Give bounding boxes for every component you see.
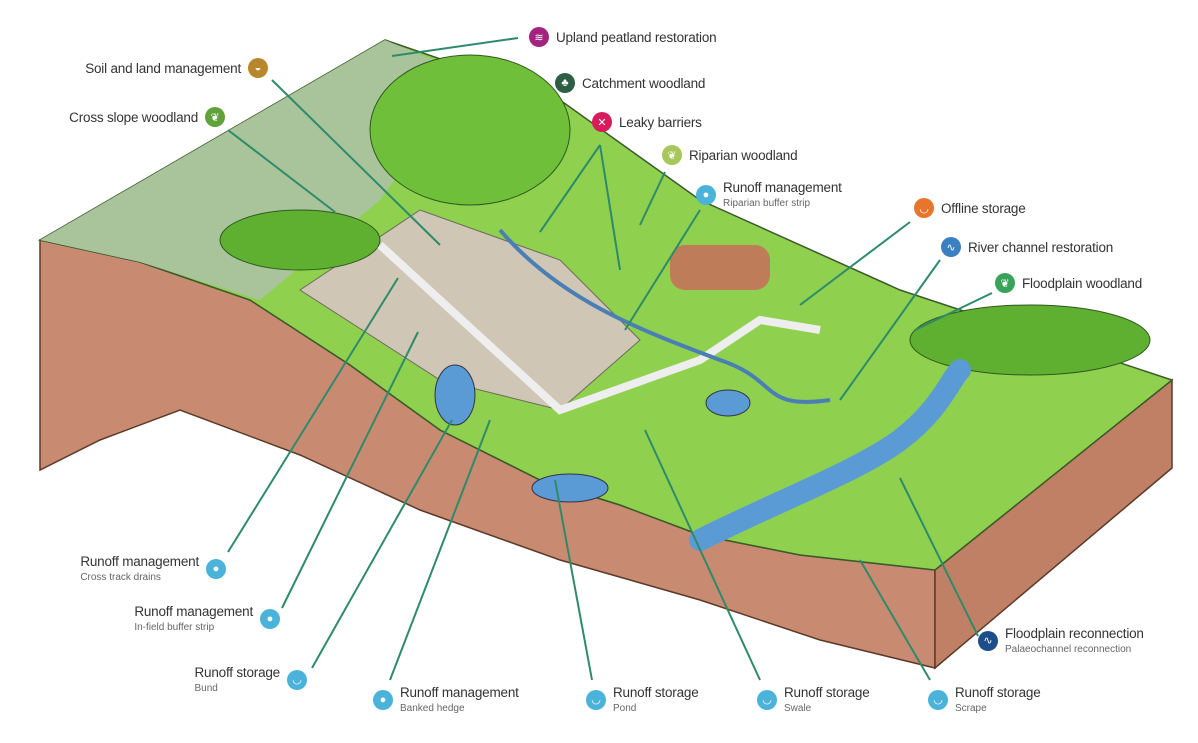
tree-icon: ♣ <box>555 73 575 93</box>
label-title: Riparian woodland <box>689 147 798 163</box>
storage-icon: ◡ <box>914 198 934 218</box>
track <box>377 242 821 415</box>
village <box>670 245 770 290</box>
floodplain-woodland <box>909 304 1151 376</box>
label-soil: ◒ Soil and land management <box>85 58 268 78</box>
water-drop-icon: ● <box>260 608 280 629</box>
label-title: Runoff management <box>400 685 519 700</box>
label-riparian: ❦ Riparian woodland <box>662 145 798 165</box>
label-title: Cross slope woodland <box>69 109 198 125</box>
label-title: Runoff storage <box>194 665 280 680</box>
storage-icon: ◡ <box>586 689 606 710</box>
barrier-icon: ✕ <box>592 112 612 132</box>
label-title: Floodplain reconnection <box>1005 626 1144 641</box>
offline-storage <box>705 389 751 417</box>
storage-icon: ◡ <box>757 689 777 710</box>
label-title: Offline storage <box>941 200 1026 216</box>
upland-hillside <box>40 40 470 300</box>
water-drop-icon: ● <box>206 558 226 579</box>
label-crossslope: ❦ Cross slope woodland <box>69 107 225 127</box>
label-title: Upland peatland restoration <box>556 29 717 45</box>
bund-pond <box>434 364 476 426</box>
label-subtitle: In-field buffer strip <box>134 622 215 633</box>
label-leaky: ✕ Leaky barriers <box>592 112 702 132</box>
water-drop-icon: ● <box>373 689 393 710</box>
river-icon: ∿ <box>978 630 998 651</box>
label-title: Runoff management <box>723 180 842 195</box>
label-subtitle: Banked hedge <box>400 703 465 714</box>
label-subtitle: Cross track drains <box>80 572 161 583</box>
label-title: Runoff management <box>134 604 253 619</box>
label-title: River channel restoration <box>968 239 1114 255</box>
label-catchment: ♣ Catchment woodland <box>555 73 705 93</box>
label-title: Runoff storage <box>613 685 699 700</box>
label-title: Runoff storage <box>784 685 870 700</box>
label-upland: ≋ Upland peatland restoration <box>529 27 717 47</box>
label-title: Catchment woodland <box>582 75 706 91</box>
storage-icon: ◡ <box>928 689 948 710</box>
label-floodwood: ❦ Floodplain woodland <box>995 273 1142 293</box>
label-subtitle: Pond <box>613 703 637 714</box>
label-subtitle: Bund <box>194 683 218 694</box>
leader-lines <box>227 37 993 681</box>
label-subtitle: Palaeochannel reconnection <box>1005 644 1132 655</box>
river <box>689 359 971 551</box>
label-subtitle: Swale <box>784 703 812 714</box>
label-title: Soil and land management <box>85 60 241 76</box>
label-title: Runoff storage <box>955 685 1041 700</box>
river-icon: ∿ <box>941 237 961 257</box>
stream <box>498 228 831 404</box>
leaf-icon: ❦ <box>205 107 225 127</box>
soil-icon: ◒ <box>248 58 268 78</box>
label-title: Runoff management <box>80 554 199 569</box>
leaf-icon: ❦ <box>995 273 1015 293</box>
pond <box>531 473 609 503</box>
label-offline: ◡ Offline storage <box>914 198 1026 218</box>
peat-icon: ≋ <box>529 27 549 47</box>
storage-icon: ◡ <box>287 669 307 690</box>
water-drop-icon: ● <box>696 184 716 205</box>
label-subtitle: Riparian buffer strip <box>723 198 811 209</box>
catchment-woodland <box>369 54 571 206</box>
label-river: ∿ River channel restoration <box>941 237 1113 257</box>
cross-slope-woodland <box>219 209 381 271</box>
label-title: Floodplain woodland <box>1022 275 1143 291</box>
label-subtitle: Scrape <box>955 703 987 714</box>
leaf-icon: ❦ <box>662 145 682 165</box>
label-title: Leaky barriers <box>619 114 702 130</box>
